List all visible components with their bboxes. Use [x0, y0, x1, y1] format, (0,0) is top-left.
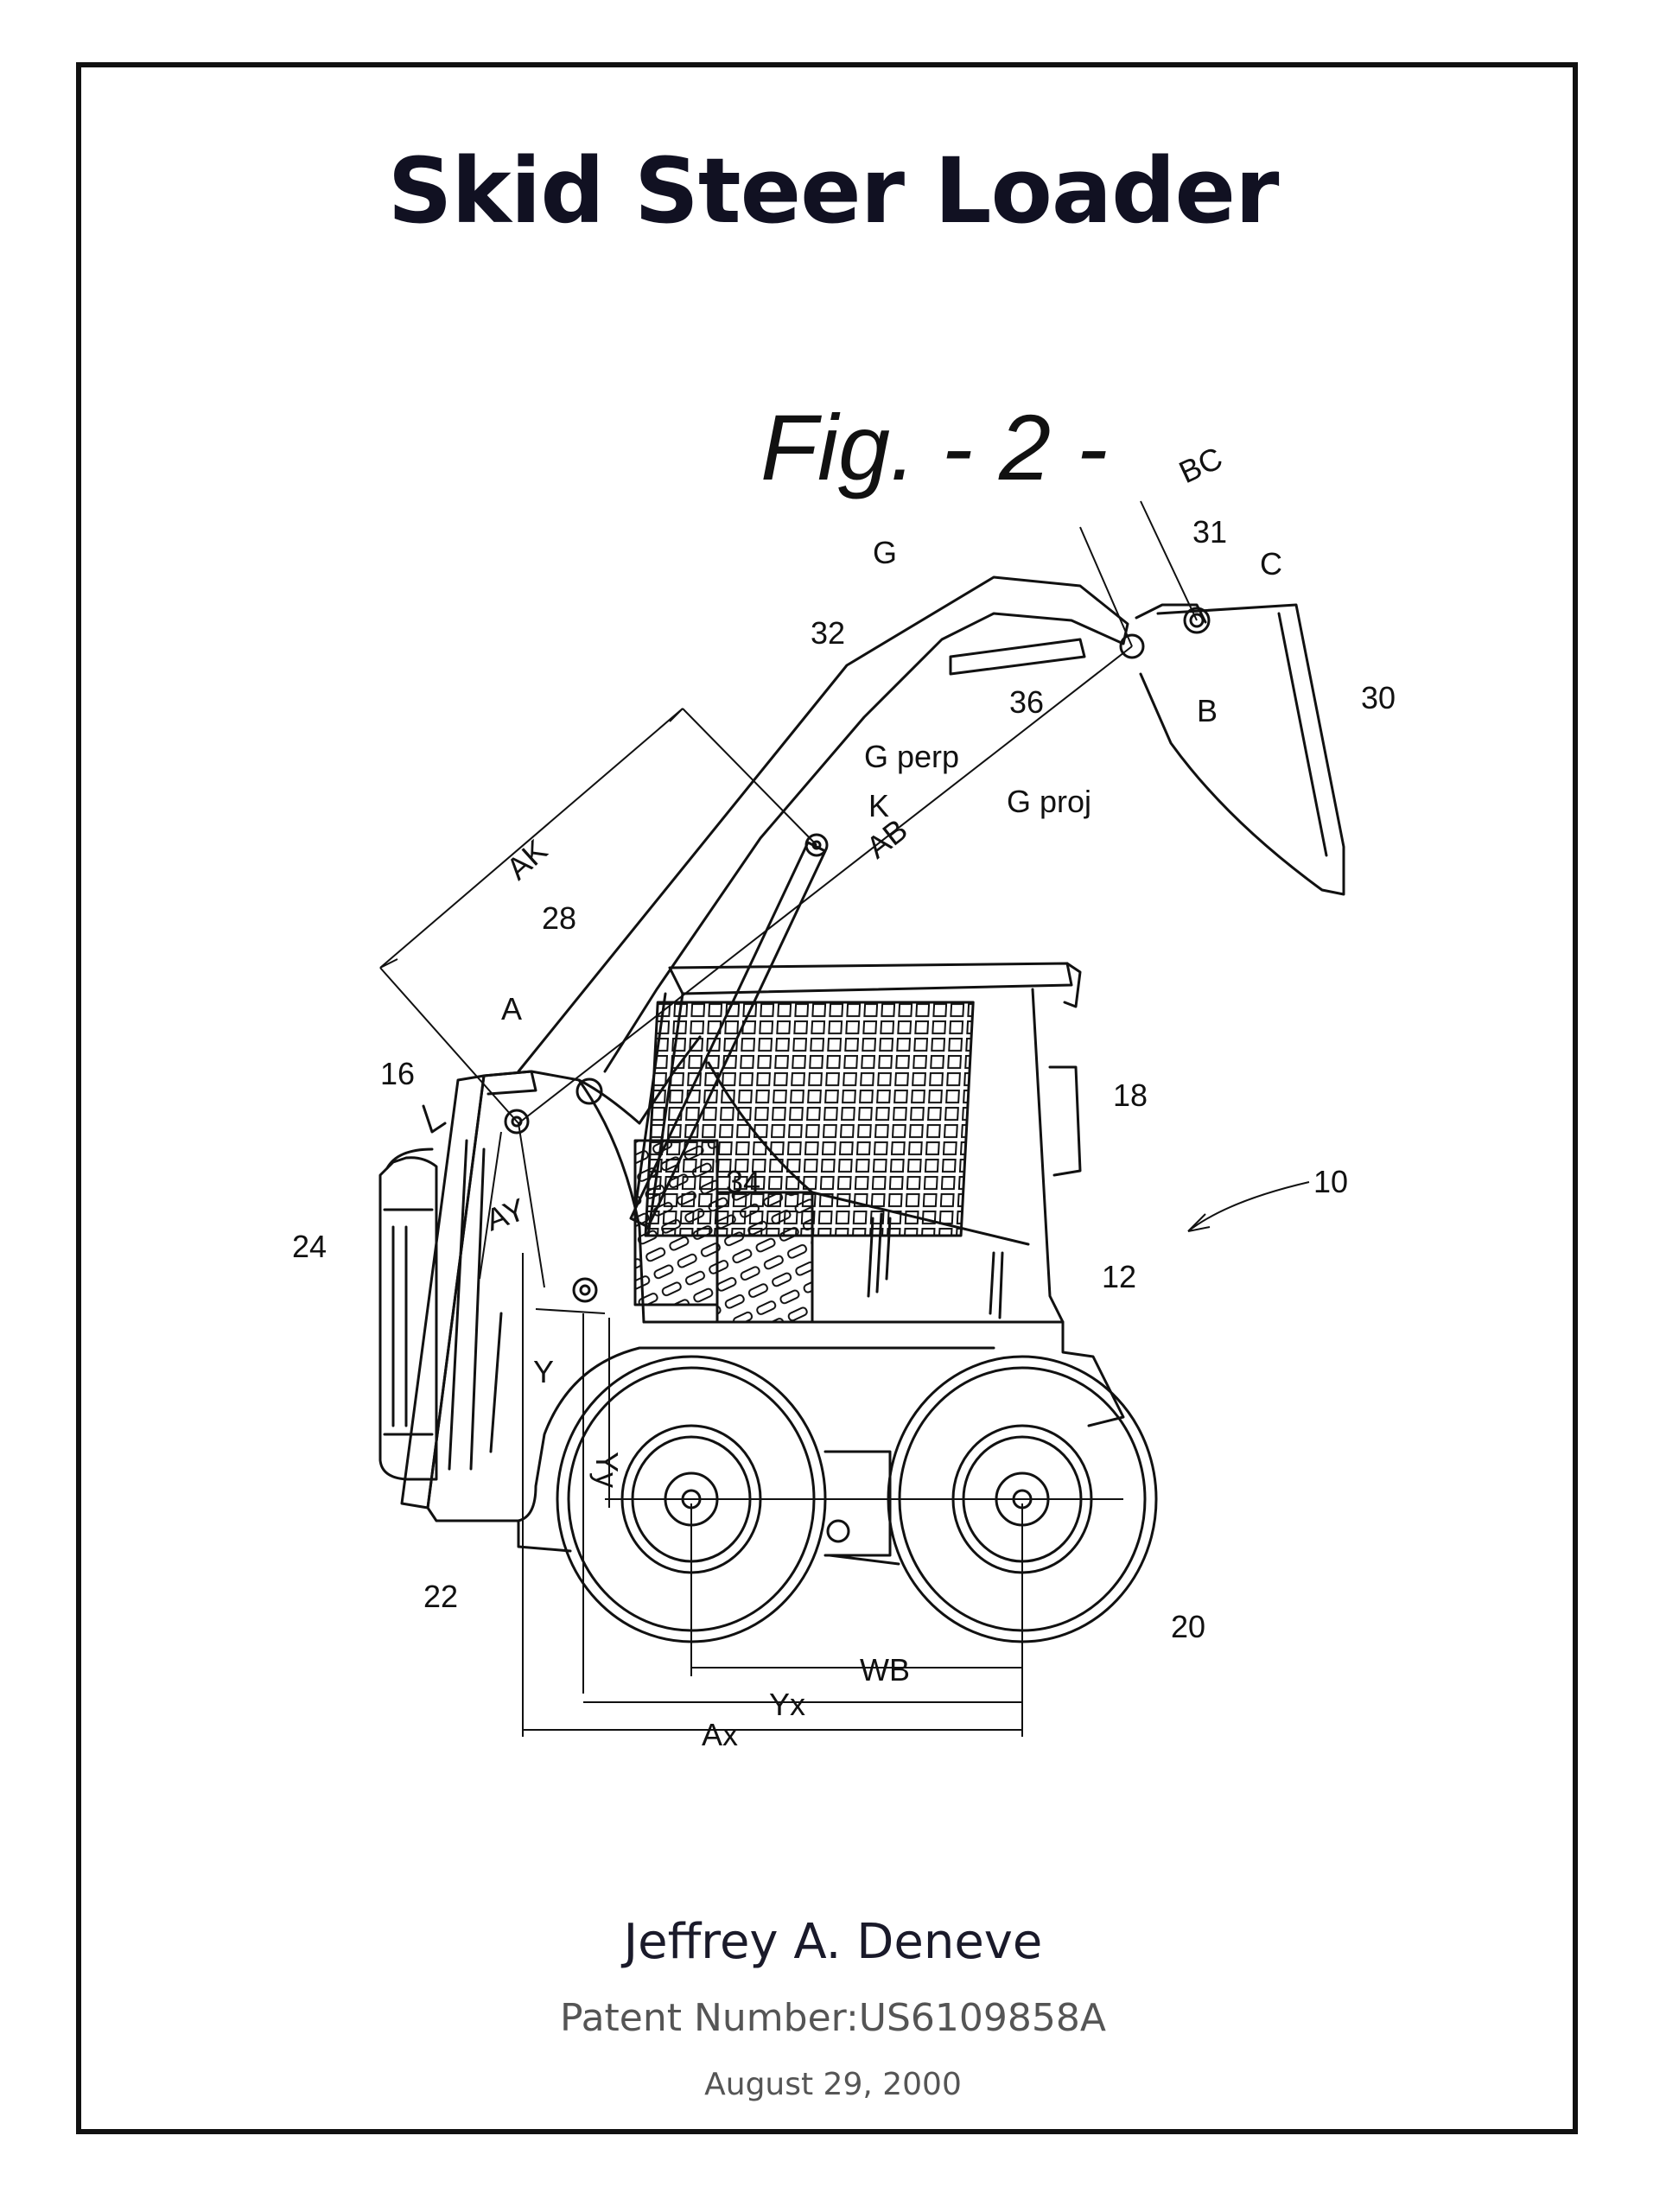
label-24: 24	[292, 1229, 327, 1264]
figure-caption: Fig. - 2 -	[760, 395, 1108, 499]
patent-number: Patent Number:US6109858A	[560, 1996, 1106, 2040]
patent-date: August 29, 2000	[704, 2067, 962, 2102]
label-10: 10	[1313, 1164, 1348, 1199]
label-28: 28	[542, 900, 576, 936]
label-g-perp: G perp	[864, 739, 959, 774]
poster-frame	[76, 62, 1578, 2134]
bucket	[1139, 603, 1345, 896]
lift-arm	[517, 575, 1129, 1073]
label-32: 32	[811, 615, 845, 651]
label-BC: BC	[1173, 440, 1228, 490]
label-18: 18	[1113, 1077, 1148, 1113]
label-yx: Yx	[769, 1687, 805, 1722]
engine-housing	[378, 1156, 438, 1481]
label-B: B	[1197, 693, 1218, 728]
label-12: 12	[1102, 1259, 1136, 1294]
label-AK: AK	[499, 832, 554, 887]
label-K: K	[868, 788, 889, 823]
label-AY: AY	[481, 1191, 531, 1237]
label-yy: Yy	[589, 1452, 625, 1488]
label-16: 16	[380, 1056, 415, 1091]
label-C: C	[1260, 546, 1282, 582]
label-G: G	[873, 535, 897, 570]
label-A: A	[501, 991, 522, 1027]
label-g-proj: G proj	[1007, 784, 1091, 819]
label-34: 34	[726, 1164, 760, 1199]
label-31: 31	[1192, 514, 1227, 550]
cab-frame	[668, 962, 1073, 995]
label-wb: WB	[860, 1652, 910, 1688]
label-Y: Y	[533, 1354, 554, 1389]
label-36: 36	[1009, 684, 1044, 720]
label-30: 30	[1361, 680, 1396, 715]
label-ax: Ax	[702, 1717, 738, 1752]
label-20: 20	[1171, 1609, 1205, 1644]
poster-title: Skid Steer Loader	[387, 138, 1280, 244]
label-22: 22	[423, 1579, 458, 1614]
inventor-name: Jeffrey A. Deneve	[623, 1914, 1043, 1970]
